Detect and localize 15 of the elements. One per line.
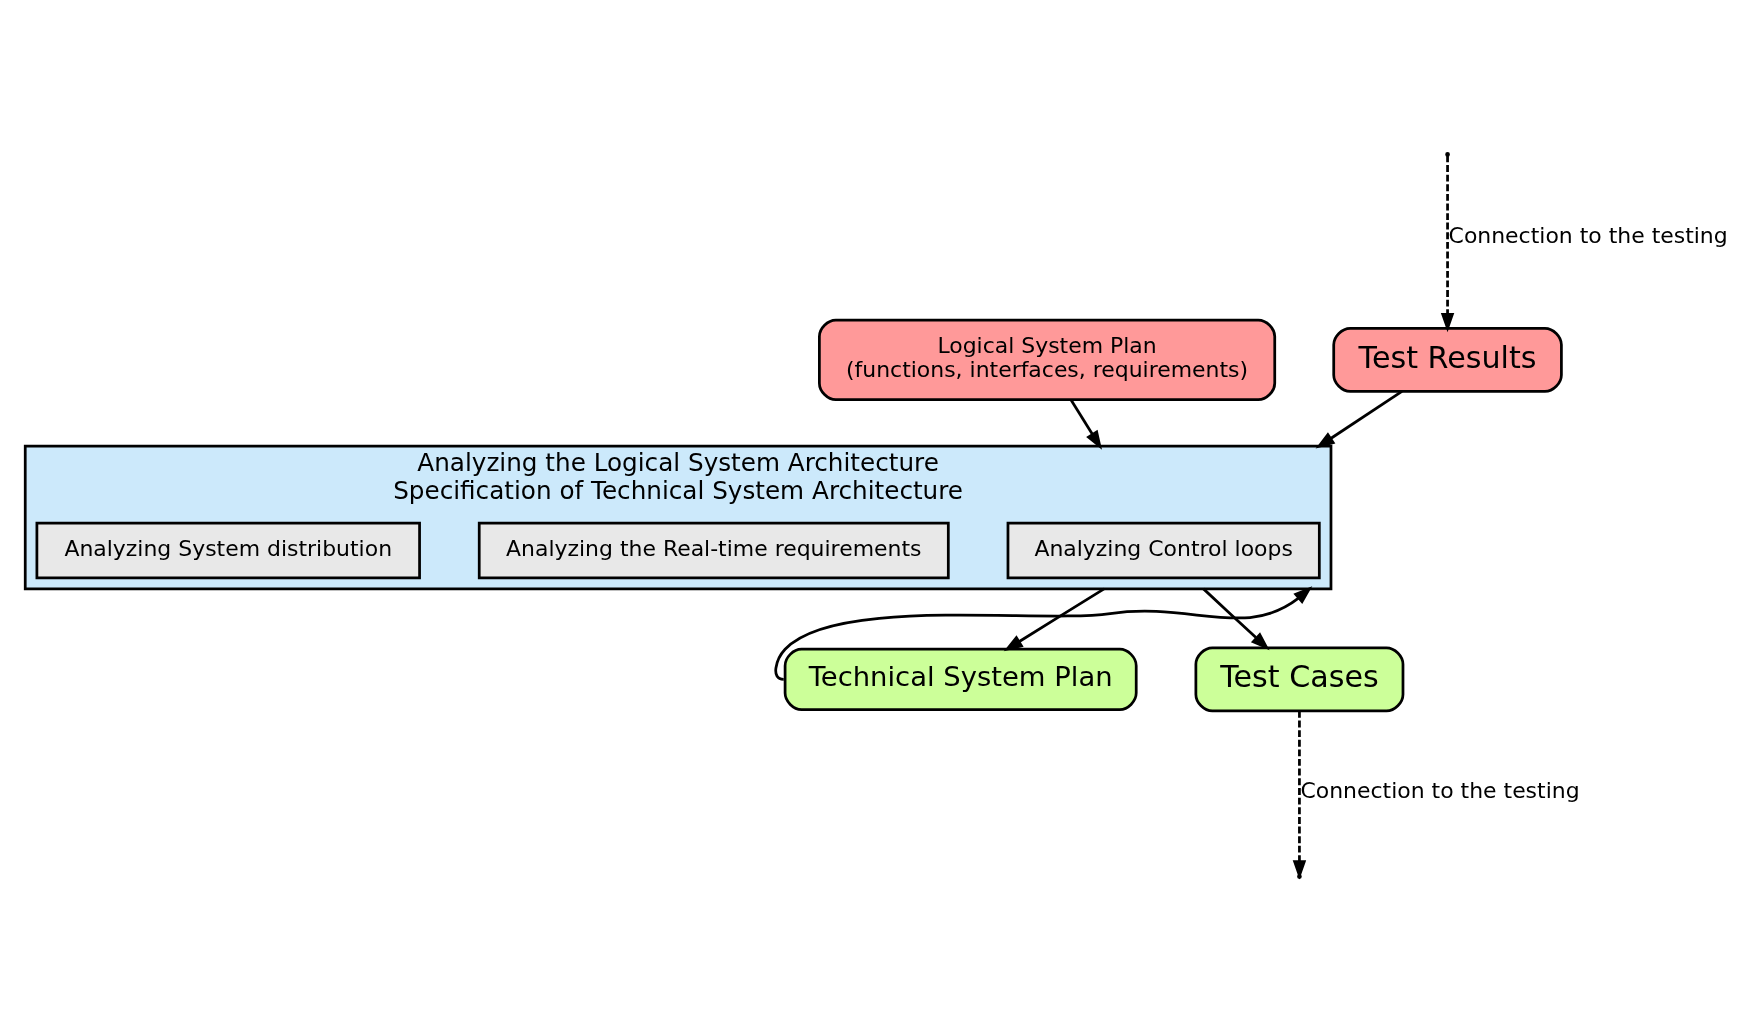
arrow (1440, 155, 1455, 333)
node-box: Test Cases (1194, 646, 1405, 713)
arrow (1003, 587, 1105, 652)
node-box: Analyzing the Real-time requirements (477, 521, 950, 580)
node-box: Analyzing System distribution (35, 521, 421, 580)
node-box: Technical System Plan (783, 647, 1138, 711)
arrow (774, 586, 1313, 681)
node-box: Logical System Plan (functions, interfaces, requirements) (818, 318, 1277, 401)
arrow (1202, 587, 1270, 651)
edge-label: Connection to the testing (1300, 778, 1580, 804)
arrow (1315, 390, 1403, 449)
node-box: Test Results (1332, 326, 1563, 393)
node-box: Analyzing Control loops (1006, 521, 1321, 580)
arrow (1069, 398, 1102, 450)
edge-label: Connection to the testing (1448, 222, 1728, 248)
